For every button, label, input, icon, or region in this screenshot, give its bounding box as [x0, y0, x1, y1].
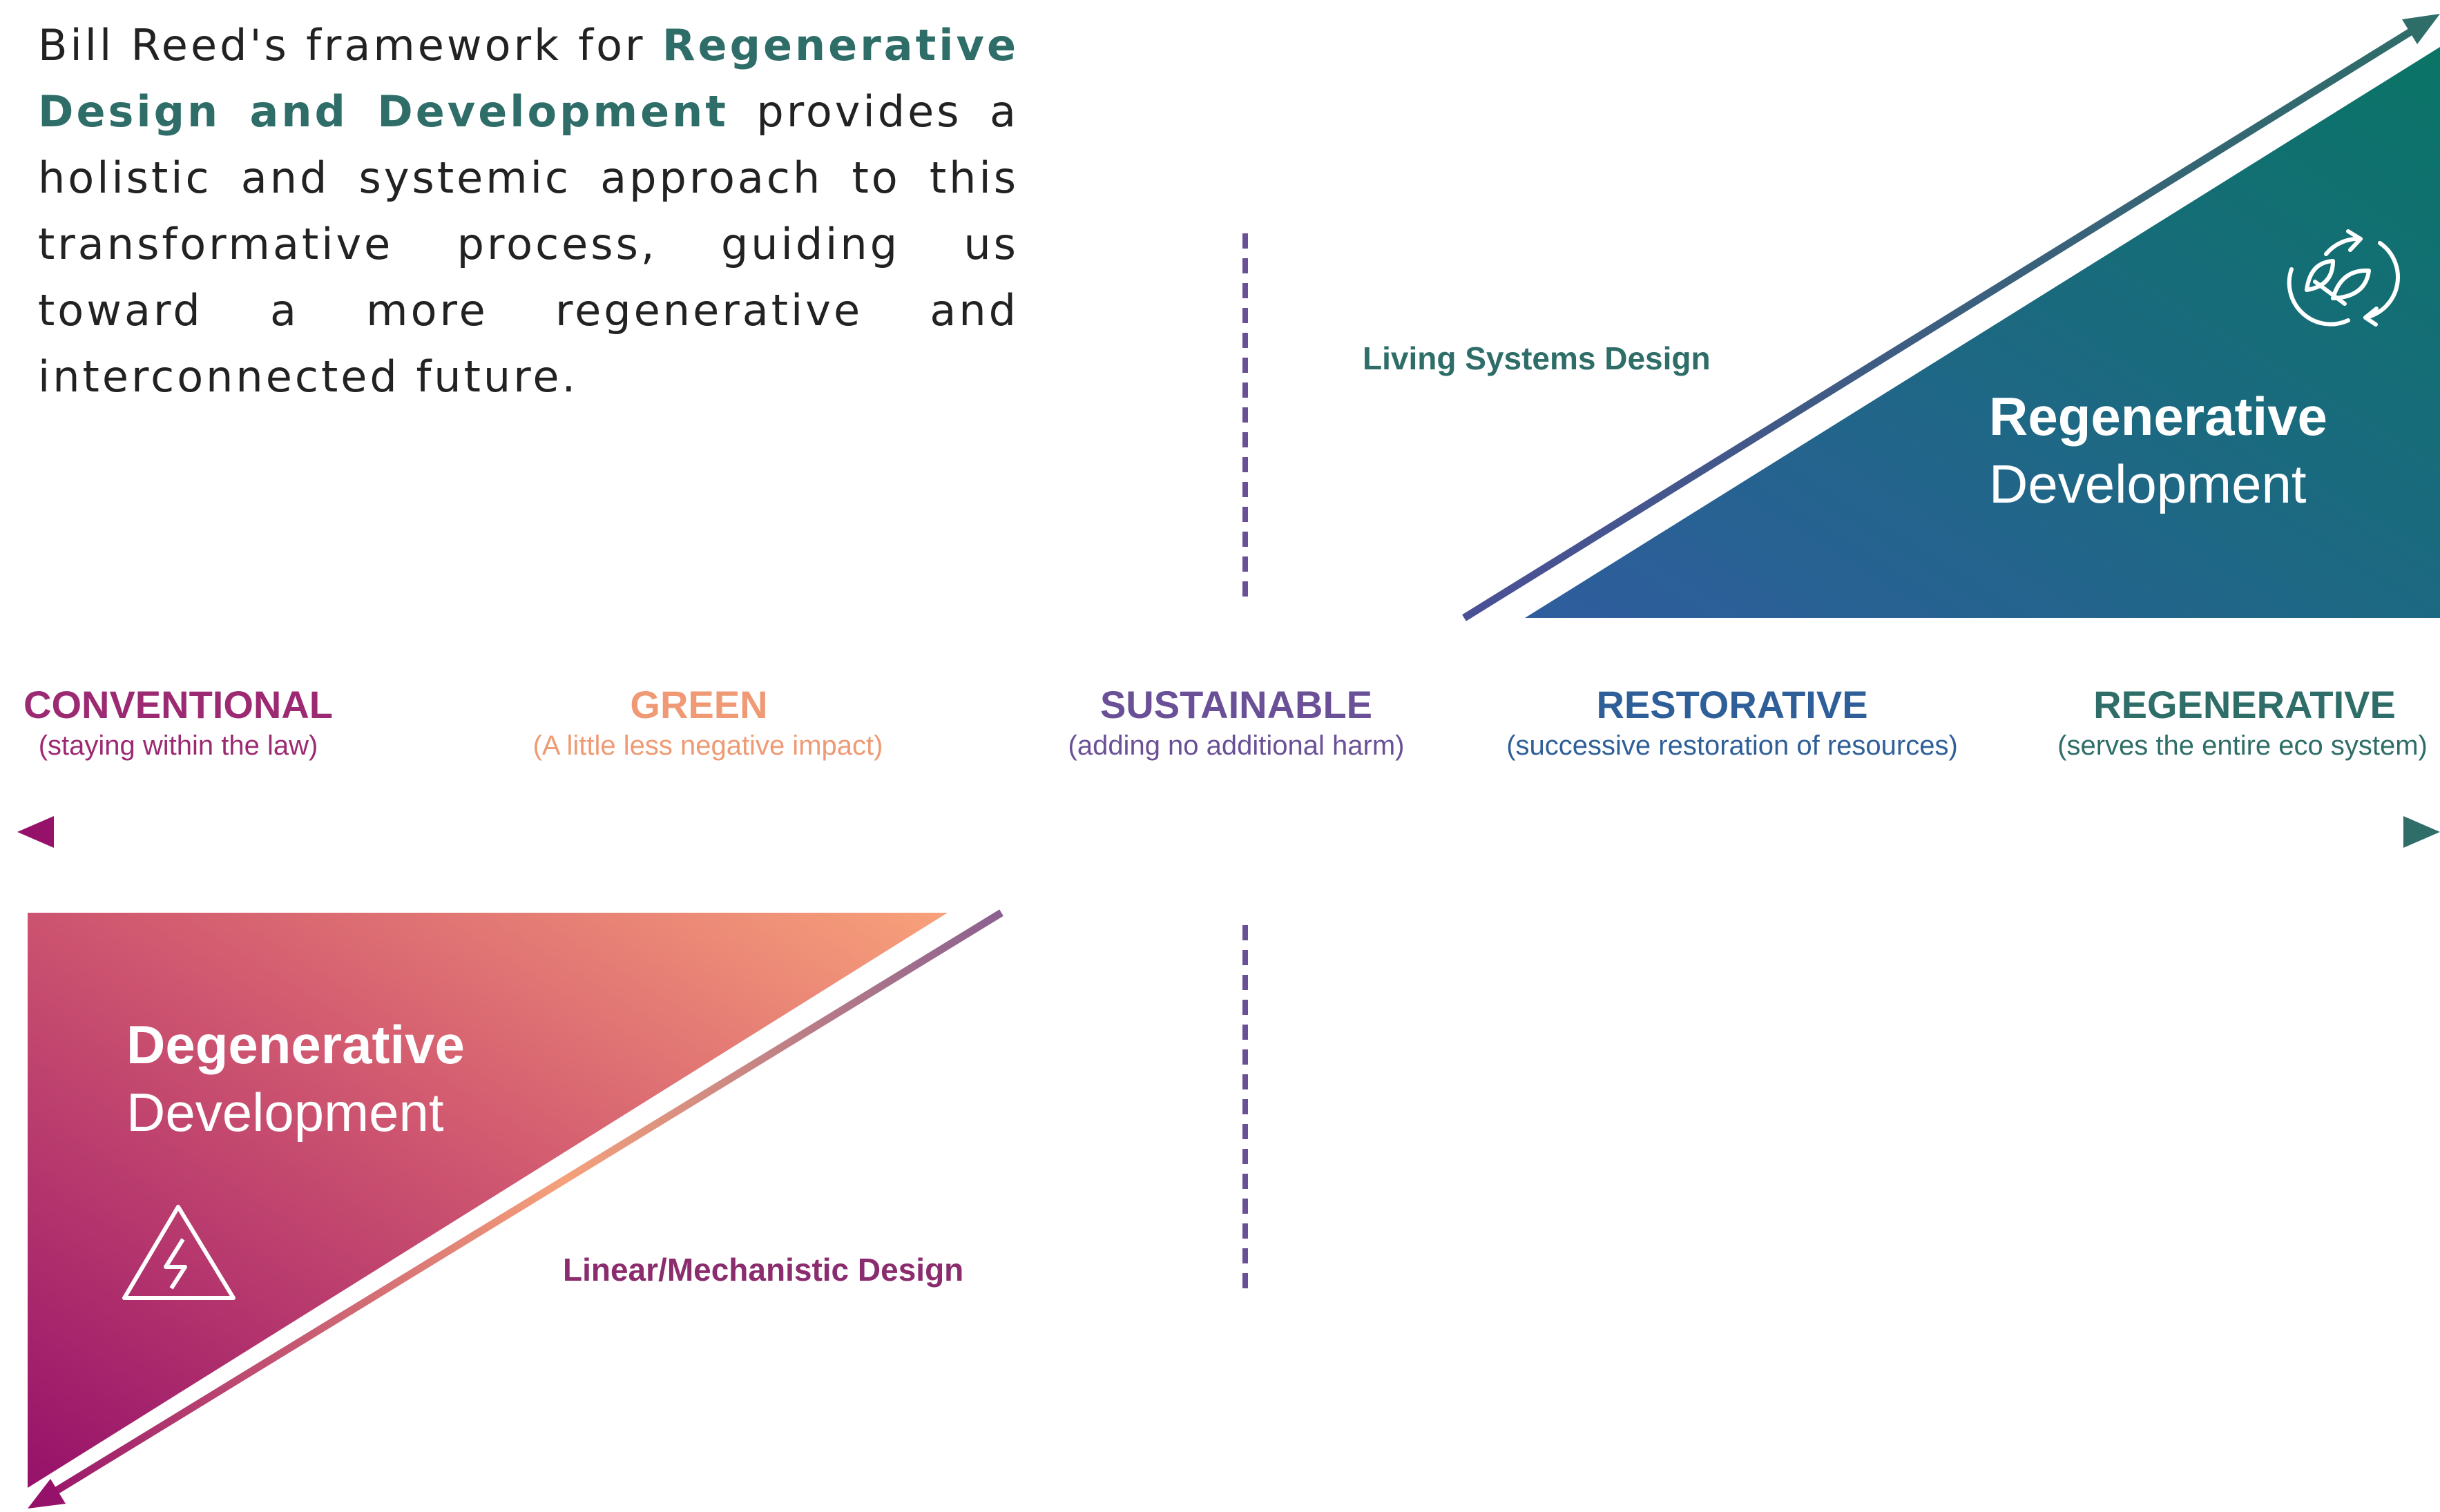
living-systems-arrowhead: [2402, 14, 2440, 44]
linear-design-arrow-line: [48, 909, 1003, 1498]
stage-sustainable-label: SUSTAINABLE: [1100, 683, 1372, 726]
axis-left-arrowhead: [17, 816, 54, 848]
degenerative-subtitle: Development: [126, 1082, 444, 1143]
leaf-cycle-icon: [2287, 229, 2400, 327]
stage-restorative-label: RESTORATIVE: [1596, 683, 1867, 726]
degenerative-triangle: [28, 913, 948, 1488]
intro-paragraph: Bill Reed's framework for Regenerative D…: [38, 12, 1019, 410]
warning-bolt-icon: [122, 1205, 236, 1300]
stage-conventional-desc: (staying within the law): [39, 730, 318, 761]
stage-sustainable-desc: (adding no additional harm): [1068, 730, 1405, 761]
stage-green-desc: (A little less negative impact): [533, 730, 883, 761]
living-systems-label: Living Systems Design: [1363, 340, 1711, 376]
intro-text-start: Bill Reed's framework for: [38, 20, 662, 70]
intro-text-end: provides a holistic and systemic approac…: [38, 86, 1019, 402]
degenerative-title: Degenerative: [126, 1014, 465, 1075]
regenerative-title: Regenerative: [1989, 386, 2327, 447]
axis-right-arrowhead: [2403, 816, 2440, 848]
intro-highlight: Regenerative Design and Development: [38, 20, 1019, 137]
regenerative-triangle: [1525, 47, 2440, 618]
stage-regenerative-desc: (serves the entire eco system): [2057, 730, 2428, 761]
linear-design-label: Linear/Mechanistic Design: [563, 1252, 963, 1288]
living-systems-arrow-line: [1462, 24, 2419, 621]
stage-green-label: GREEN: [630, 683, 767, 726]
stage-regenerative-label: REGENERATIVE: [2093, 683, 2396, 726]
regenerative-subtitle: Development: [1989, 454, 2307, 514]
stage-conventional-label: CONVENTIONAL: [23, 683, 333, 726]
linear-design-arrowhead: [28, 1479, 66, 1509]
stage-restorative-desc: (successive restoration of resources): [1506, 730, 1958, 761]
